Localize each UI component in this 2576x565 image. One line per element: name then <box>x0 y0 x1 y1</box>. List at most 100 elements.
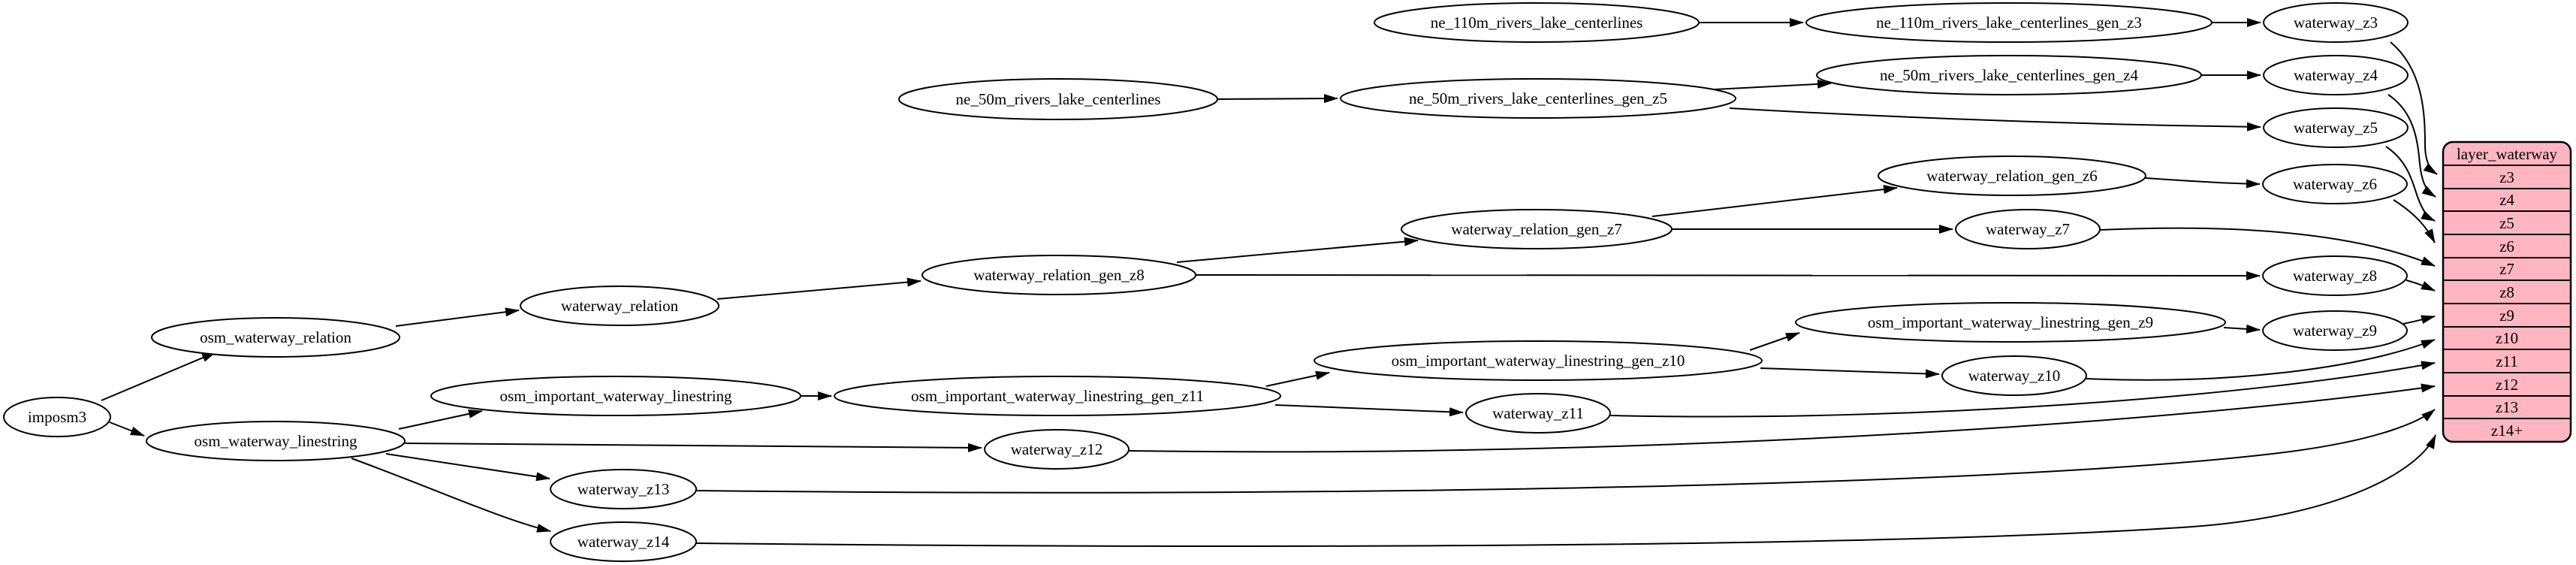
edge-waterway_relation_gen_z8-waterway_relation_gen_z7 <box>1176 237 1419 263</box>
node-osm_waterway_linestring-shape <box>146 421 406 461</box>
node-waterway_z6-label: waterway_z6 <box>2293 175 2377 193</box>
node-waterway_z8: waterway_z8 <box>2262 255 2408 296</box>
node-ne_110m_rivers_lake_centerlines: ne_110m_rivers_lake_centerlines <box>1374 2 1700 43</box>
node-osm_waterway_relation: osm_waterway_relation <box>151 317 400 358</box>
node-waterway_relation_gen_z6-label: waterway_relation_gen_z6 <box>1926 167 2097 185</box>
node-waterway_z10: waterway_z10 <box>1941 355 2087 396</box>
node-osm_important_waterway_linestring_gen_z11-label: osm_important_waterway_linestring_gen_z1… <box>911 387 1204 405</box>
node-imposm3-label: imposm3 <box>28 408 86 426</box>
edge-waterway_z6-layer_waterway-z6 <box>2393 199 2436 243</box>
node-waterway_z9-label: waterway_z9 <box>2293 322 2377 340</box>
node-waterway_relation_gen_z7-shape <box>1401 209 1673 249</box>
edge-imposm3-osm_waterway_relation <box>101 352 216 401</box>
edge-osm_waterway_relation-waterway_relation <box>395 307 520 327</box>
node-osm_waterway_relation-shape <box>151 317 400 358</box>
node-waterway_z5-label: waterway_z5 <box>2294 119 2378 137</box>
node-ne_50m_rivers_lake_centerlines-shape <box>898 78 1218 120</box>
node-waterway_relation_gen_z8-label: waterway_relation_gen_z8 <box>973 266 1144 284</box>
node-waterway_relation: waterway_relation <box>520 286 719 326</box>
record-row-z3: z3 <box>2499 168 2514 186</box>
node-waterway_z10-label: waterway_z10 <box>1968 367 2060 385</box>
node-osm_important_waterway_linestring-shape <box>430 376 801 416</box>
record-layer_waterway: layer_waterway z3 z4 z5 z6 z7 z8 z9 z10 … <box>2442 140 2572 443</box>
node-osm_important_waterway_linestring_gen_z11: osm_important_waterway_linestring_gen_z1… <box>834 376 1281 416</box>
node-waterway_z10-shape <box>1941 355 2087 396</box>
node-waterway_z3-shape <box>2263 2 2409 43</box>
node-waterway_relation_gen_z8-shape <box>922 255 1196 295</box>
record-title: layer_waterway <box>2457 145 2558 163</box>
node-waterway_z5-shape <box>2263 107 2409 148</box>
edge-waterway_z5-layer_waterway-z5 <box>2385 146 2436 222</box>
node-waterway_z14-shape <box>550 521 697 562</box>
edge-waterway_z8-layer_waterway-z8 <box>2406 279 2436 292</box>
node-waterway_relation_gen_z7: waterway_relation_gen_z7 <box>1401 209 1673 249</box>
node-osm_important_waterway_linestring_gen_z9: osm_important_waterway_linestring_gen_z9 <box>1795 302 2226 343</box>
edge-gen_z11-gen_z10 <box>1265 370 1330 387</box>
edge-waterway_relation_gen_z8-waterway_z8 <box>1195 270 2261 280</box>
node-osm_important_waterway_linestring_gen_z10-shape <box>1314 340 1763 381</box>
node-ne_110m_rivers_lake_centerlines_gen_z3: ne_110m_rivers_lake_centerlines_gen_z3 <box>1805 2 2213 43</box>
edges <box>101 18 2438 547</box>
edge-osm_waterway_linestring-waterway_z13 <box>385 453 550 482</box>
record-row-z8: z8 <box>2499 283 2514 301</box>
node-waterway_z6: waterway_z6 <box>2262 164 2408 204</box>
edge-gen_z9-waterway_z9 <box>2223 324 2261 334</box>
node-waterway_relation-shape <box>520 286 719 326</box>
node-waterway_z9-shape <box>2262 310 2408 351</box>
edge-osm_waterway_linestring-waterway_z14 <box>351 458 551 533</box>
node-ne_50m_rivers_lake_centerlines_gen_z4: ne_50m_rivers_lake_centerlines_gen_z4 <box>1816 55 2202 95</box>
edge-waterway_z3-layer_waterway-z3 <box>2390 41 2438 175</box>
record-row-z10: z10 <box>2496 329 2518 347</box>
node-osm_waterway_relation-label: osm_waterway_relation <box>200 328 351 346</box>
edge-gen_z10-waterway_z10 <box>1760 367 1940 379</box>
node-waterway_z11-label: waterway_z11 <box>1492 404 1584 422</box>
edge-waterway_relation_gen_z6-waterway_z6 <box>2145 177 2261 189</box>
node-osm_important_waterway_linestring: osm_important_waterway_linestring <box>430 376 801 416</box>
node-waterway_relation_gen_z8: waterway_relation_gen_z8 <box>922 255 1196 295</box>
node-waterway_z14-label: waterway_z14 <box>578 533 670 551</box>
node-waterway_z7-label: waterway_z7 <box>1986 220 2070 238</box>
node-osm_important_waterway_linestring_gen_z9-label: osm_important_waterway_linestring_gen_z9 <box>1868 313 2153 331</box>
node-ne_50m_rivers_lake_centerlines_gen_z5: ne_50m_rivers_lake_centerlines_gen_z5 <box>1340 78 1736 119</box>
node-ne_50m_rivers_lake_centerlines_gen_z4-label: ne_50m_rivers_lake_centerlines_gen_z4 <box>1880 66 2139 84</box>
record-row-z13: z13 <box>2496 398 2518 416</box>
node-ne_50m_rivers_lake_centerlines: ne_50m_rivers_lake_centerlines <box>898 78 1218 120</box>
edge-osm_waterway_linestring-osm_important_waterway_linestring <box>398 409 483 430</box>
node-waterway_z4-shape <box>2263 55 2409 95</box>
record-row-z11: z11 <box>2496 352 2518 370</box>
edge-gen_z11-waterway_z11 <box>1274 404 1464 417</box>
node-waterway_z9: waterway_z9 <box>2262 310 2408 351</box>
edge-waterway_z14-layer_waterway-z14plus <box>695 434 2436 547</box>
node-osm_important_waterway_linestring_gen_z10: osm_important_waterway_linestring_gen_z1… <box>1314 340 1763 381</box>
node-osm_important_waterway_linestring_gen_z11-shape <box>834 376 1281 416</box>
node-waterway_z12: waterway_z12 <box>984 429 1130 470</box>
node-ne_50m_rivers_lake_centerlines-label: ne_50m_rivers_lake_centerlines <box>956 90 1161 108</box>
node-waterway_relation-label: waterway_relation <box>561 297 679 315</box>
edge-gen_z5-waterway_z5 <box>1729 107 2261 131</box>
node-osm_important_waterway_linestring-label: osm_important_waterway_linestring <box>499 387 732 405</box>
node-waterway_z13: waterway_z13 <box>550 469 697 509</box>
node-osm_important_waterway_linestring_gen_z10-label: osm_important_waterway_linestring_gen_z1… <box>1392 352 1685 370</box>
node-waterway_z14: waterway_z14 <box>550 521 697 562</box>
node-ne_50m_rivers_lake_centerlines_gen_z4-shape <box>1816 55 2202 95</box>
record-row-z5: z5 <box>2499 214 2514 232</box>
node-waterway_z8-label: waterway_z8 <box>2293 267 2377 285</box>
node-waterway_z12-shape <box>984 429 1130 470</box>
node-osm_important_waterway_linestring_gen_z9-shape <box>1795 302 2226 343</box>
record-row-z12: z12 <box>2496 376 2518 394</box>
edge-ne_50m_rivers_lake_centerlines-gen_z5 <box>1217 94 1338 104</box>
edge-waterway_z12-layer_waterway-z12 <box>1128 383 2436 453</box>
node-waterway_z13-shape <box>550 469 697 509</box>
node-waterway_z8-shape <box>2262 255 2408 296</box>
node-waterway_z6-shape <box>2262 164 2408 204</box>
record-layer_waterway-box <box>2442 140 2572 443</box>
node-ne_110m_rivers_lake_centerlines_gen_z3-shape <box>1805 2 2213 43</box>
node-waterway_z11-shape <box>1465 393 1611 434</box>
node-ne_50m_rivers_lake_centerlines_gen_z5-label: ne_50m_rivers_lake_centerlines_gen_z5 <box>1409 89 1667 107</box>
record-row-z9: z9 <box>2499 307 2514 325</box>
edge-waterway_z10-layer_waterway-z10 <box>2086 339 2436 381</box>
node-ne_110m_rivers_lake_centerlines-label: ne_110m_rivers_lake_centerlines <box>1431 14 1643 32</box>
node-waterway_z5: waterway_z5 <box>2263 107 2409 148</box>
edge-waterway_z7-layer_waterway-z7 <box>2099 227 2436 267</box>
